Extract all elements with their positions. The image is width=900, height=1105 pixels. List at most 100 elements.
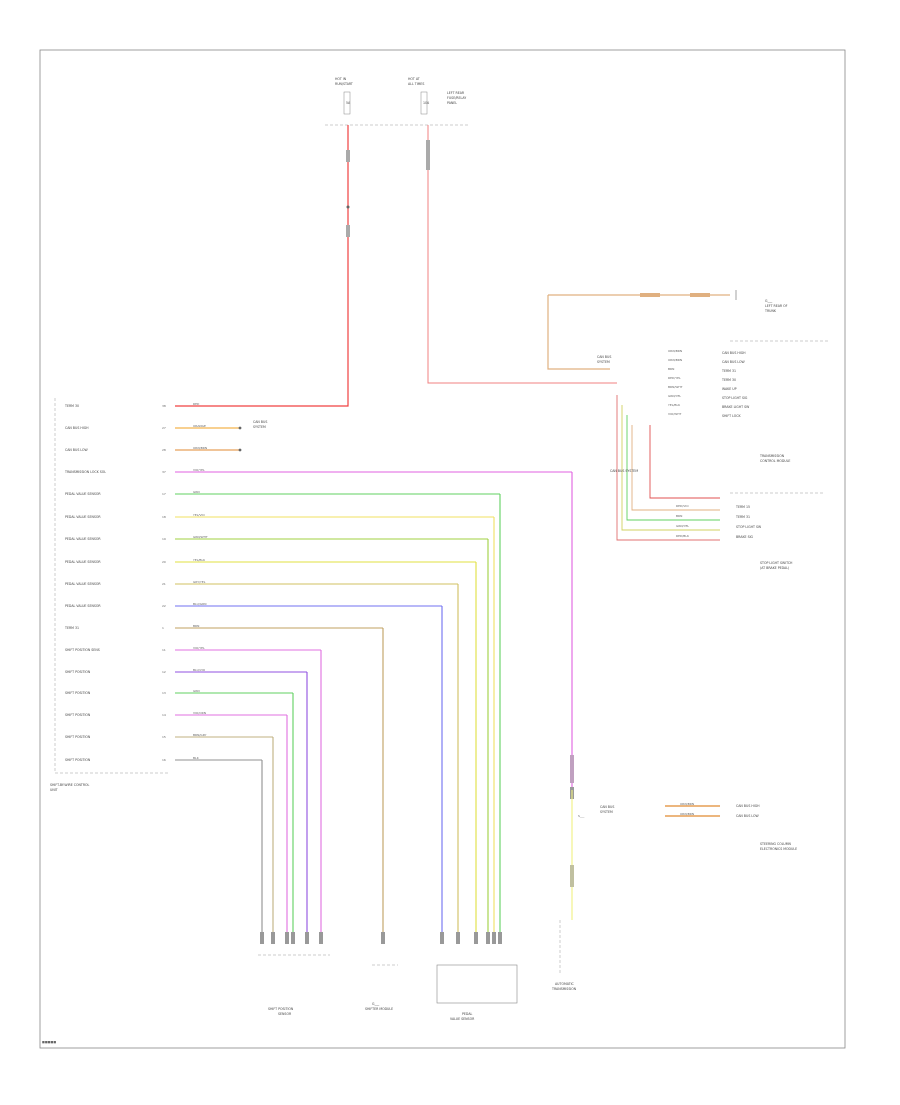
- fuse-box: HOT IN RUN/START HOT AT ALL TIMES 5A 10A…: [325, 77, 470, 126]
- ecu-pin-number: 21: [162, 582, 166, 586]
- automatic-transmission: AUTOMATIC TRANSMISSION: [551, 920, 577, 991]
- right-wire-color: ORN/BRN: [668, 349, 682, 353]
- ecu-pin-number: 15: [162, 735, 166, 739]
- ecu-pin-number: 37: [162, 470, 166, 474]
- connector-pin: [456, 932, 460, 944]
- br-pin-label: STOP LIGHT SW: [736, 525, 762, 529]
- top-right-connector: G___ LEFT REAR OF TRUNK CAN BUS HIGH ORN/…: [547, 290, 830, 463]
- ecu-pin-label: SHIFT POSITION SENS: [65, 648, 100, 652]
- svg-text:CAN BUS: CAN BUS: [600, 805, 614, 809]
- ecu-pin-number: 12: [162, 670, 166, 674]
- connector-pin: [486, 932, 490, 944]
- ecu-pin-number: 14: [162, 713, 166, 717]
- connector-pin: [285, 932, 289, 944]
- comp-trans: AUTOMATIC: [555, 982, 575, 986]
- ecu-pin-label: PEDAL VALUE SENSOR: [65, 515, 101, 519]
- fuse-a-value: 5A: [346, 101, 351, 105]
- connector-pin: [570, 865, 574, 887]
- svg-text:RUN/START: RUN/START: [335, 82, 353, 86]
- right-pin-label: CAN BUS HIGH: [722, 351, 746, 355]
- ecu-pin-label: CAN BUS HIGH: [65, 426, 89, 430]
- ecu-pin-number: 22: [162, 604, 166, 608]
- ecu-wire-color: GRN: [193, 490, 200, 494]
- ecu-pin-label: TERM 31: [64, 626, 79, 630]
- right-can-label: CAN BUS: [597, 355, 611, 359]
- ecu-wire-color: GRN: [193, 689, 200, 693]
- fuse-b-label: HOT AT: [408, 77, 420, 81]
- br-wire-color: GRN/YEL: [676, 524, 689, 528]
- bottom-right-module: STOP LIGHT SWITCH: [760, 561, 793, 565]
- right-pin-label: CAN BUS LOW: [722, 360, 746, 364]
- ecu-pin-label: SHIFT POSITION: [65, 758, 91, 762]
- ecu-pin-label: PEDAL VALUE SENSOR: [65, 604, 101, 608]
- diagram-code: ■■■■■: [42, 1040, 56, 1044]
- br-pin-label: BRAKE SIG: [736, 535, 754, 539]
- right-wire-color: RED/YEL: [668, 376, 681, 380]
- top-right-ground: G___: [765, 299, 773, 303]
- ecu-pin-label: PEDAL VALUE SENSOR: [65, 492, 101, 496]
- can-pin-label: CAN BUS HIGH: [736, 804, 760, 808]
- right-wire-color: ORN/BRN: [668, 358, 682, 362]
- ecu-pin-number: 11: [162, 648, 166, 652]
- ecu-pin-label: SHIFT POSITION: [65, 713, 91, 717]
- ecu-pin-number: 28: [162, 448, 166, 452]
- can-system-label: CAN BUS: [253, 420, 267, 424]
- comp-shifter: G___: [372, 1002, 380, 1006]
- svg-text:TRANSMISSION: TRANSMISSION: [551, 987, 577, 991]
- ecu-pin-number: 38: [162, 404, 166, 408]
- right-module-name: TRANSMISSION: [759, 454, 785, 458]
- svg-text:TRUNK: TRUNK: [764, 309, 777, 313]
- panel-label: LEFT REAR: [447, 91, 465, 95]
- br-pin-label: TERM 15: [735, 505, 750, 509]
- svg-text:SHIFTER MODULE: SHIFTER MODULE: [365, 1007, 393, 1011]
- svg-text:ALL TIMES: ALL TIMES: [408, 82, 424, 86]
- connector-pin: [291, 932, 295, 944]
- can-right-module: STEERING COLUMN: [760, 842, 791, 846]
- fuse-b-value: 10A: [423, 101, 430, 105]
- svg-text:(AT BRAKE PEDAL): (AT BRAKE PEDAL): [760, 566, 789, 570]
- wire-term30-fuse-b: [427, 125, 617, 384]
- pedal-value-sensor: PEDAL VALUE SENSOR: [436, 964, 518, 1021]
- svg-text:SYSTEM: SYSTEM: [597, 360, 610, 364]
- diagram-frame: [39, 49, 846, 1049]
- wire-drops: S___: [260, 472, 585, 944]
- bottom-right-connector: TERM 15 RED/VIO TERM 31 BRN STOP LIGHT SW GRN…: [676, 492, 825, 570]
- right-pin-label: TERM 30: [721, 378, 736, 382]
- br-pin-label: TERM 31: [735, 515, 750, 519]
- br-wire-color: BRN: [676, 514, 682, 518]
- ecu-wire-color: RED: [193, 402, 200, 406]
- ecu-wire-color: VIO/YEL: [193, 468, 205, 472]
- svg-text:LEFT REAR OF: LEFT REAR OF: [765, 304, 788, 308]
- ecu-pin-label: TERM 30: [64, 404, 79, 408]
- ecu-pin-label: SHIFT POSITION: [65, 691, 91, 695]
- ecu-pin-label: SHIFT POSITION: [65, 670, 91, 674]
- connector-pin: [319, 932, 323, 944]
- svg-text:UNIT: UNIT: [50, 788, 58, 792]
- right-wire-color: BRN/WHT: [668, 385, 683, 389]
- br-wire-color: RED/VIO: [676, 504, 689, 508]
- ecu-pin-number: 17: [162, 492, 166, 496]
- wire-term30-fuse-a: [175, 125, 349, 407]
- ecu-wire-color: ORANGE: [193, 424, 206, 428]
- ecu-pin-label: PEDAL VALUE SENSOR: [65, 560, 101, 564]
- ecu-pin-number: 13: [162, 691, 166, 695]
- right-pin-label: WAKE UP: [722, 387, 737, 391]
- can-pin-label: CAN BUS LOW: [736, 814, 760, 818]
- wire-terminal: [238, 426, 242, 430]
- ecu-wire-color: BRN/GRY: [193, 733, 207, 737]
- ecu-wire-color: BLU/GRN: [193, 602, 206, 606]
- ecu-wire-color: YEL/BLK: [193, 558, 206, 562]
- svg-text:CAN BUS SYSTEM: CAN BUS SYSTEM: [610, 469, 638, 473]
- ecu-pin-number: 16: [162, 758, 166, 762]
- ecu-pin-label: CAN BUS LOW: [65, 448, 89, 452]
- ecu-wire-color: YEL/VIO: [193, 513, 205, 517]
- right-wire-color: YEL/BLK: [668, 403, 681, 407]
- comp-shift-sensor: SHIFT POSITION: [268, 1007, 294, 1011]
- ecu-wire-color: VIO/ORN: [193, 711, 206, 715]
- right-wire-color: BRN: [668, 367, 674, 371]
- ecu-pin-number: 1: [162, 626, 164, 630]
- shifter-module: G___ SHIFTER MODULE: [365, 964, 398, 1011]
- ecu-pin-number: 18: [162, 515, 166, 519]
